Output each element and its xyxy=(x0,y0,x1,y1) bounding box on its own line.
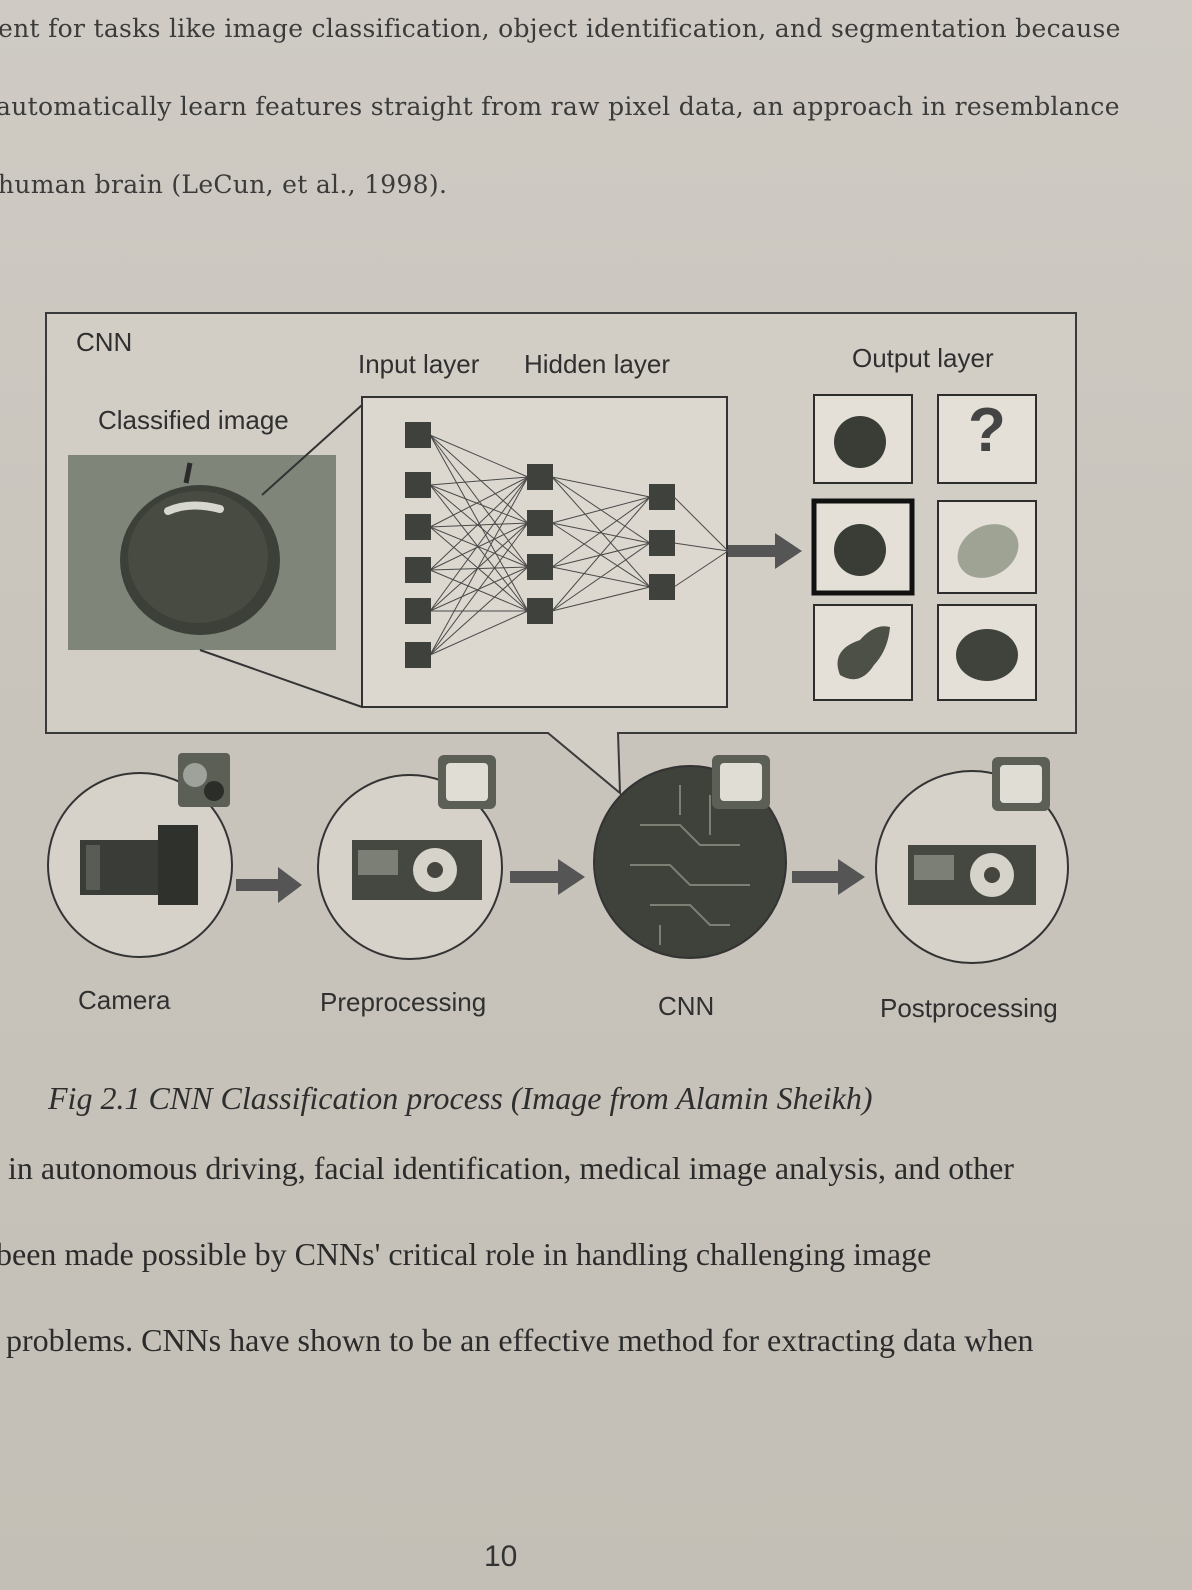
settings-toggle-icon xyxy=(712,755,770,809)
gpu-card-icon xyxy=(908,845,1036,905)
network-edge xyxy=(429,476,529,571)
network-edge xyxy=(429,484,529,568)
paragraph-line-6: problems. CNNs have shown to be an effec… xyxy=(6,1322,1034,1358)
network-edge xyxy=(429,434,529,524)
network-node xyxy=(405,642,431,668)
network-edge xyxy=(551,496,651,524)
cnn-diagram xyxy=(45,312,1077,964)
cnn-chip-circle xyxy=(593,765,787,959)
circuit-pattern xyxy=(630,785,750,945)
network-edges xyxy=(429,434,729,656)
network-edge xyxy=(551,476,651,498)
camera-settings-icon xyxy=(178,753,230,807)
network-edge xyxy=(429,476,529,612)
hidden-layer-label: Hidden layer xyxy=(524,349,670,379)
pear-icon xyxy=(837,626,890,680)
output-grid xyxy=(811,394,1037,701)
apple-icon xyxy=(120,462,280,635)
panel-title: CNN xyxy=(76,327,133,357)
page-number: 10 xyxy=(484,1540,518,1573)
network-node xyxy=(405,557,431,583)
network-edge xyxy=(429,610,529,656)
paragraph-line-1: ent for tasks like image classification,… xyxy=(0,14,1121,43)
network-edge xyxy=(429,566,529,571)
network-node xyxy=(527,598,553,624)
network-edge xyxy=(551,542,651,568)
network-node xyxy=(527,510,553,536)
network-node xyxy=(527,554,553,580)
network-edge xyxy=(429,476,529,528)
network-edge xyxy=(429,522,529,656)
network-edge xyxy=(429,476,529,486)
apple-icon xyxy=(834,416,886,468)
paragraph-line-3: human brain (LeCun, et al., 1998). xyxy=(0,170,448,199)
network-edge xyxy=(551,522,651,544)
network-edge xyxy=(673,550,729,588)
postprocessing-label: Postprocessing xyxy=(880,993,1058,1023)
network-edge xyxy=(429,566,529,656)
classified-image-label: Classified image xyxy=(98,405,289,435)
network-edge xyxy=(551,496,651,612)
network-node xyxy=(649,484,675,510)
network-edge xyxy=(429,522,529,528)
paragraph-line-4: in autonomous driving, facial identifica… xyxy=(8,1150,1014,1186)
cnn-figure: CNN Input layer Hidden layer Output laye… xyxy=(40,305,1140,1025)
unknown-output-symbol: ? xyxy=(968,396,1006,465)
network-node xyxy=(405,514,431,540)
network-edge xyxy=(429,484,529,612)
camera-label: Camera xyxy=(78,985,171,1015)
arrow-cnn-to-postprocessing xyxy=(792,859,865,895)
network-edge xyxy=(673,496,729,552)
network-edge xyxy=(429,476,529,656)
orange-icon xyxy=(956,629,1018,681)
cnn-label: CNN xyxy=(658,991,715,1021)
preprocessing-label: Preprocessing xyxy=(320,987,487,1017)
output-layer-label: Output layer xyxy=(852,343,994,373)
figure-caption: Fig 2.1 CNN Classification process (Imag… xyxy=(48,1080,873,1116)
camera-icon xyxy=(80,825,198,905)
network-edge xyxy=(429,484,529,524)
settings-toggle-icon xyxy=(438,755,496,809)
arrow-preprocessing-to-cnn xyxy=(510,859,585,895)
network-node xyxy=(527,464,553,490)
network-edge xyxy=(551,586,651,612)
gpu-card-icon xyxy=(352,840,482,900)
network-node xyxy=(649,574,675,600)
settings-toggle-icon xyxy=(992,757,1050,811)
apple-icon xyxy=(834,524,886,576)
network-node xyxy=(405,422,431,448)
network-edge xyxy=(551,542,651,612)
output-arrow xyxy=(728,533,802,569)
network-node xyxy=(649,530,675,556)
network-edge xyxy=(429,569,529,612)
network-node xyxy=(405,598,431,624)
input-layer-label: Input layer xyxy=(358,349,480,379)
zoom-line-bottom xyxy=(199,649,363,708)
network-node xyxy=(405,472,431,498)
network-edge xyxy=(429,522,529,571)
arrow-camera-to-preprocessing xyxy=(236,867,302,903)
paragraph-line-2: automatically learn features straight fr… xyxy=(0,92,1120,121)
network-edge xyxy=(551,496,651,568)
lemon-icon xyxy=(957,524,1019,578)
network-edge xyxy=(429,434,529,478)
network-nodes xyxy=(405,422,675,668)
paragraph-line-5: been made possible by CNNs' critical rol… xyxy=(0,1236,932,1272)
zoom-line-top xyxy=(261,404,363,496)
network-edge xyxy=(673,542,729,552)
